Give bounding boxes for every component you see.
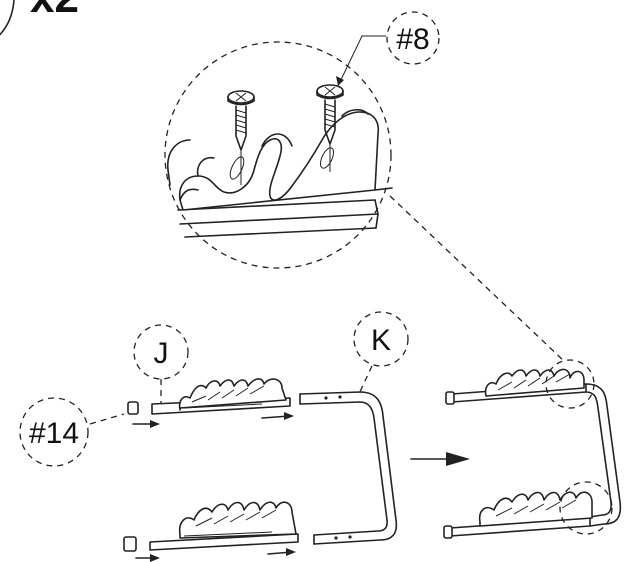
assembly-arrow [410,452,470,466]
parts-j-k: J K #14 [19,311,409,562]
zoom-circle [164,41,392,269]
lower-rail-j [149,533,299,551]
screw-label: #8 [396,23,429,56]
quantity-marker: x2 [0,0,79,36]
part-k-label: K [371,324,391,357]
part-j-label: J [154,337,169,370]
quantity-label: x2 [30,0,79,22]
screw-left [227,90,255,185]
lower-cradle-j [178,501,297,539]
upper-cradle-j [178,378,287,411]
detail-zoom-view: #8 [164,11,566,363]
screw-right [316,84,344,172]
cradle-detail [178,111,380,211]
end-cap-lower [123,536,137,552]
zoom-target-lower [559,481,613,535]
frame-k-outer [299,391,398,545]
frame-k-inner [299,401,388,536]
zoom-target-upper [545,359,595,409]
assembled-frame [443,359,622,539]
cap-label: #14 [29,417,79,450]
end-cap-upper [127,401,139,415]
